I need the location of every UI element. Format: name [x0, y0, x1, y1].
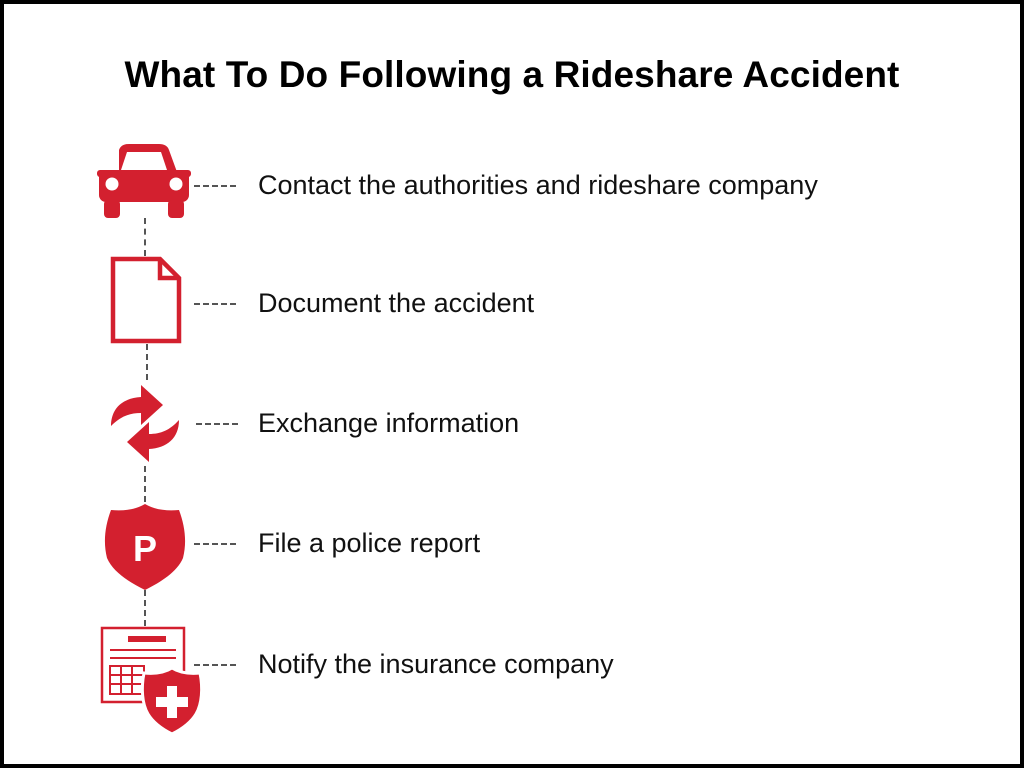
step-label-document: Document the accident	[258, 288, 535, 318]
timeline-connector	[146, 344, 148, 380]
step-leader-line	[194, 185, 236, 187]
timeline-connector	[144, 218, 146, 256]
step-leader-line	[196, 423, 238, 425]
step-leader-line	[194, 303, 236, 305]
step-label-police-report: File a police report	[258, 528, 481, 558]
car-icon	[97, 144, 191, 218]
document-icon	[110, 256, 182, 344]
step-leader-line	[194, 664, 236, 666]
timeline-connector	[144, 466, 146, 502]
police-badge-icon: P	[104, 504, 186, 590]
step-label-insurance: Notify the insurance company	[258, 649, 614, 679]
infographic-title: What To Do Following a Rideshare Acciden…	[124, 54, 900, 95]
insurance-form-shield-icon	[100, 626, 204, 736]
police-badge-letter: P	[133, 528, 157, 569]
exchange-arrows-icon	[111, 385, 179, 462]
timeline-connector	[144, 590, 146, 626]
step-label-contact: Contact the authorities and rideshare co…	[258, 170, 818, 200]
step-leader-line	[194, 543, 236, 545]
step-label-exchange: Exchange information	[258, 408, 520, 438]
